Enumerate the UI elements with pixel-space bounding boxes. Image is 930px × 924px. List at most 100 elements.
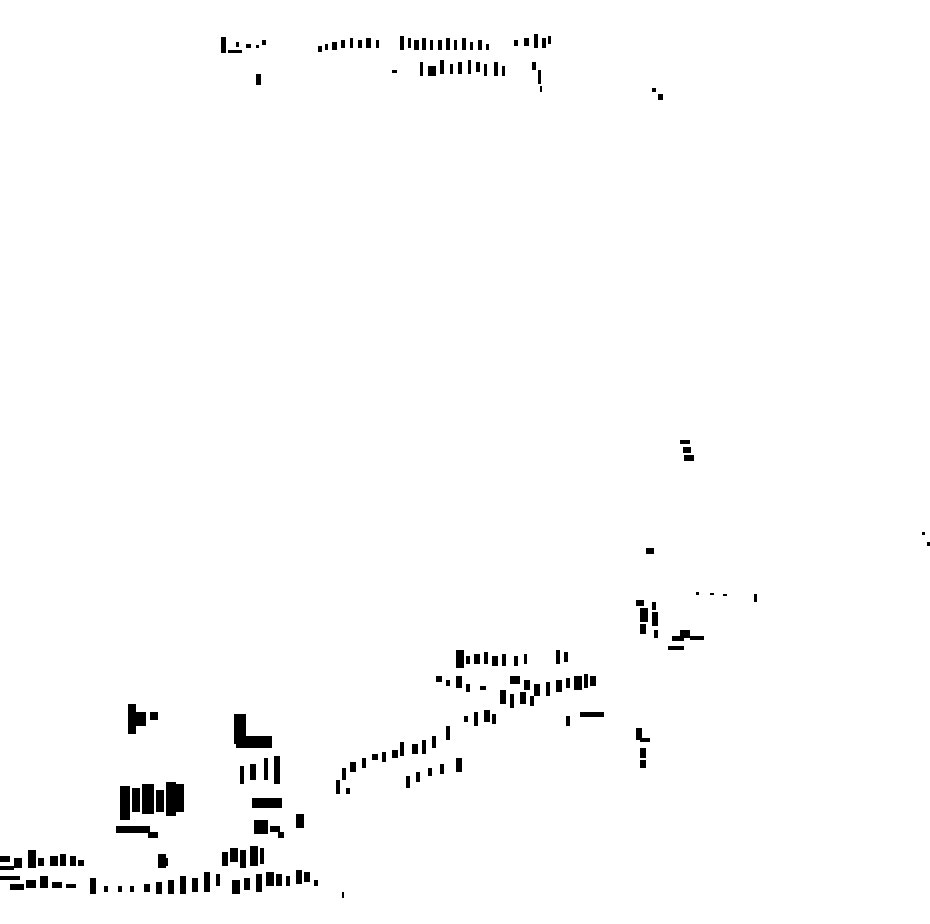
building-footprint <box>458 62 462 74</box>
building-footprint <box>456 676 462 688</box>
building-footprint <box>422 38 426 50</box>
building-footprint <box>26 880 36 888</box>
building-footprint <box>66 884 76 888</box>
building-footprint <box>341 40 345 48</box>
building-footprint <box>372 754 378 760</box>
building-footprint <box>542 38 546 48</box>
building-footprint <box>510 694 514 708</box>
building-footprint <box>440 60 444 74</box>
building-footprint <box>270 826 280 832</box>
building-footprint <box>710 593 714 595</box>
building-footprint <box>927 542 930 546</box>
building-footprint <box>392 750 398 758</box>
building-footprint <box>466 656 470 664</box>
building-footprint <box>658 94 663 100</box>
building-footprint <box>406 776 410 788</box>
building-footprint <box>90 878 96 894</box>
building-footprint <box>362 758 366 768</box>
building-footprint <box>436 676 442 682</box>
building-footprint <box>168 880 174 894</box>
building-footprint <box>540 86 542 92</box>
building-footprint <box>534 684 540 696</box>
building-footprint <box>564 652 568 662</box>
building-footprint <box>492 656 498 666</box>
building-footprint <box>470 42 473 50</box>
building-footprint <box>723 594 727 596</box>
building-footprint <box>640 608 648 622</box>
building-footprint <box>236 736 272 748</box>
building-footprint <box>546 682 550 696</box>
building-footprint <box>566 678 570 688</box>
building-footprint <box>156 790 164 812</box>
building-footprint <box>264 758 268 780</box>
building-footprint <box>696 592 699 595</box>
building-footprint <box>524 654 527 664</box>
building-footprint <box>500 690 506 704</box>
building-footprint <box>640 760 646 768</box>
building-footprint <box>382 752 386 762</box>
building-footprint <box>176 784 184 812</box>
building-footprint <box>400 36 404 50</box>
building-footprint <box>216 874 220 886</box>
building-footprint <box>104 886 108 892</box>
building-footprint <box>132 788 140 812</box>
building-footprint <box>478 40 482 50</box>
building-footprint <box>376 40 379 48</box>
building-footprint <box>520 692 526 704</box>
building-footprint <box>136 712 146 726</box>
building-footprint <box>556 650 560 664</box>
building-footprint <box>274 756 280 784</box>
building-footprint <box>524 38 529 46</box>
building-footprint <box>120 786 130 820</box>
building-footprint <box>296 814 304 828</box>
building-footprint <box>502 654 506 666</box>
building-footprint <box>286 876 290 886</box>
building-footprint <box>636 600 644 606</box>
building-footprint <box>640 624 646 634</box>
building-footprint <box>278 832 284 838</box>
building-footprint <box>474 712 478 726</box>
building-footprint <box>428 768 432 776</box>
building-footprint <box>446 38 450 50</box>
building-footprint <box>144 884 150 892</box>
building-footprint <box>474 654 480 664</box>
building-footprint <box>244 878 250 890</box>
building-footprint <box>416 772 420 782</box>
building-footprint <box>530 696 534 706</box>
building-footprint <box>392 70 397 73</box>
building-footprint <box>652 612 658 626</box>
building-footprint <box>0 856 10 862</box>
building-footprint <box>422 740 426 754</box>
building-footprint <box>524 680 530 690</box>
building-footprint <box>466 684 470 692</box>
building-footprint <box>336 780 340 794</box>
building-footprint <box>221 37 226 53</box>
building-footprint <box>70 856 76 866</box>
building-footprint <box>580 712 604 717</box>
building-footprint <box>566 716 570 726</box>
building-footprint <box>652 602 656 610</box>
building-footprint <box>480 686 486 690</box>
building-footprint <box>432 736 436 748</box>
building-footprint <box>456 650 464 668</box>
building-footprint <box>350 38 353 48</box>
building-footprint <box>118 886 122 892</box>
building-footprint <box>78 860 84 866</box>
building-footprint <box>640 748 646 758</box>
building-footprint <box>346 788 350 794</box>
building-footprint <box>590 676 596 686</box>
building-footprint <box>514 656 518 666</box>
building-footprint <box>400 742 404 756</box>
building-footprint <box>584 674 588 688</box>
building-footprint <box>254 820 268 834</box>
building-footprint <box>240 766 244 784</box>
building-footprint <box>142 784 154 814</box>
building-footprint <box>350 762 356 772</box>
building-footprint <box>690 636 704 640</box>
building-footprint <box>166 782 176 816</box>
building-footprint <box>556 680 562 692</box>
building-footprint <box>162 858 168 866</box>
building-footprint <box>484 710 490 722</box>
building-footprint <box>652 88 656 92</box>
building-footprint <box>538 70 541 84</box>
